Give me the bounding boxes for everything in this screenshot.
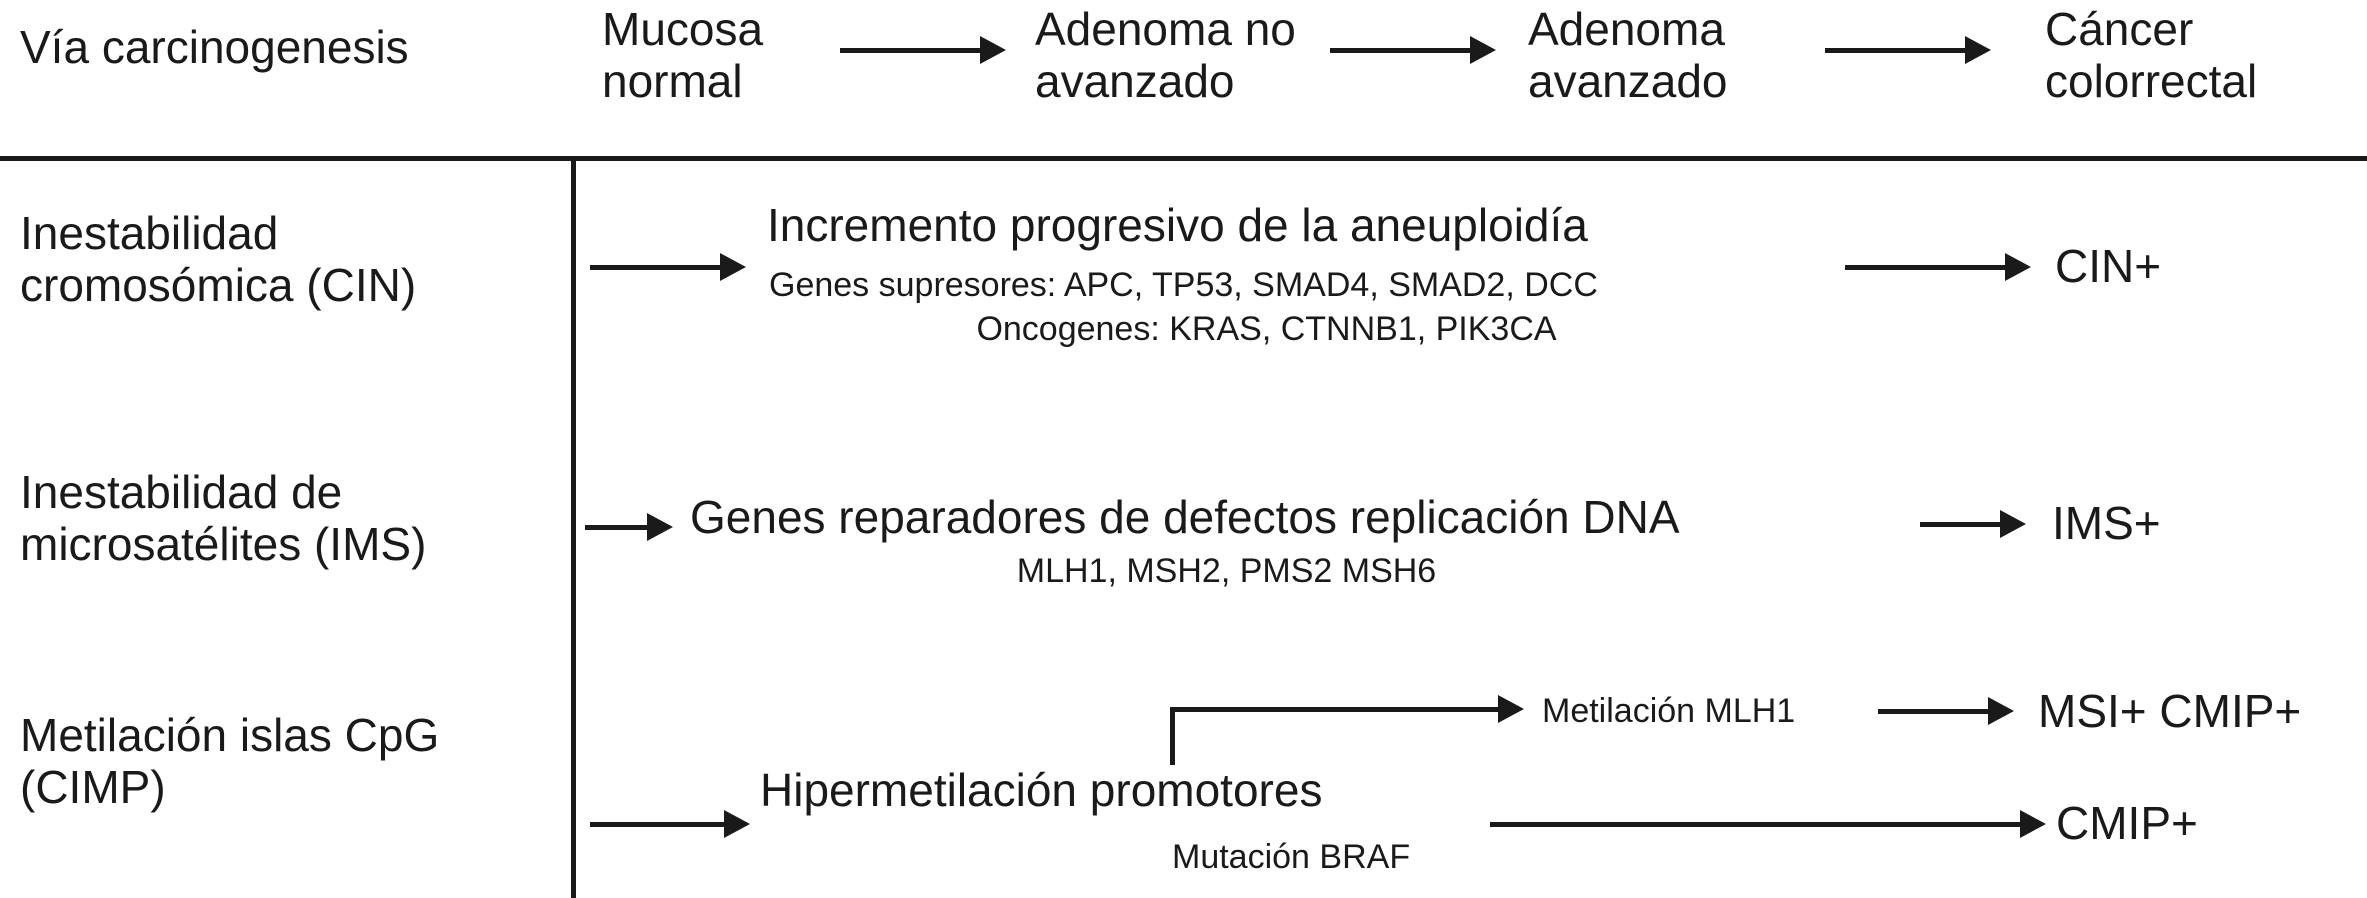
arrow-shaft <box>585 525 651 530</box>
cin-detail-oncogenes: Oncogenes: KRAS, CTNNB1, PIK3CA <box>976 310 1557 348</box>
arrow-head-icon <box>647 513 673 541</box>
row-header-label-via-carcinogenesis: Vía carcinogenesis <box>20 21 409 73</box>
arrow-head-icon <box>1470 36 1496 64</box>
arrow-shaft <box>1878 709 1992 714</box>
cimp-headline: Hipermetilación promotores <box>760 764 1323 816</box>
cimp-branch-lower-outcome: CMIP+ <box>2056 797 2198 849</box>
arrow-head-icon <box>1988 697 2014 725</box>
arrow-shaft <box>1920 522 2004 527</box>
arrow-shaft <box>590 822 728 827</box>
row-label-cin-line1: Inestabilidad <box>20 207 279 259</box>
cin-detail-supresores: Genes supresores: APC, TP53, SMAD4, SMAD… <box>769 266 1598 304</box>
cimp-branch-lower-label: Mutación BRAF <box>1172 838 1411 876</box>
stage-3-adenoma-avanzado-line2: avanzado <box>1528 55 1728 107</box>
arrow-shaft <box>1330 48 1474 53</box>
row-label-cimp-line2: (CIMP) <box>20 761 166 813</box>
row-label-cimp-line1: Metilación islas CpG <box>20 709 440 761</box>
stage-2-adenoma-no-avanzado-line1: Adenoma no <box>1035 3 1296 55</box>
arrow-shaft <box>590 265 724 270</box>
arrow-head-icon <box>1498 695 1524 723</box>
arrow-shaft <box>1490 822 2024 827</box>
arrow-head-icon <box>2020 810 2046 838</box>
header-divider-rule <box>0 156 2367 161</box>
elbow-connector-to-mlh1-branch <box>1170 695 1540 765</box>
arrow-head-icon <box>980 36 1006 64</box>
arrow-head-icon <box>2000 510 2026 538</box>
stage-1-mucosa-normal-line1: Mucosa <box>602 3 764 55</box>
ims-outcome-label: IMS+ <box>2052 497 2161 549</box>
cin-headline: Incremento progresivo de la aneuploidía <box>767 199 1588 251</box>
stage-1-mucosa-normal-line2: normal <box>602 55 743 107</box>
row-label-ims-line2: microsatélites (IMS) <box>20 518 427 570</box>
elbow-run-segment <box>1170 707 1502 712</box>
ims-detail-genes: MLH1, MSH2, PMS2 MSH6 <box>1016 552 1437 590</box>
stage-2-adenoma-no-avanzado-line2: avanzado <box>1035 55 1235 107</box>
elbow-riser-segment <box>1170 707 1175 765</box>
arrow-head-icon <box>2005 253 2031 281</box>
cimp-branch-upper-label: Metilación MLH1 <box>1542 692 1796 730</box>
row-label-ims-line1: Inestabilidad de <box>20 466 343 518</box>
arrow-head-icon <box>724 810 750 838</box>
arrow-shaft <box>840 48 984 53</box>
row-label-cin-line2: cromosómica (CIN) <box>20 259 417 311</box>
stage-3-adenoma-avanzado-line1: Adenoma <box>1528 3 1725 55</box>
ims-headline: Genes reparadores de defectos replicació… <box>690 491 1680 543</box>
arrow-shaft <box>1845 265 2009 270</box>
stage-4-cancer-colorrectal-line1: Cáncer <box>2045 3 2194 55</box>
arrow-head-icon <box>720 253 746 281</box>
cin-outcome-label: CIN+ <box>2055 240 2162 292</box>
arrow-head-icon <box>1965 36 1991 64</box>
column-divider-rule <box>571 158 576 898</box>
arrow-shaft <box>1825 48 1969 53</box>
cimp-branch-upper-outcome: MSI+ CMIP+ <box>2038 685 2302 737</box>
stage-4-cancer-colorrectal-line2: colorrectal <box>2045 55 2258 107</box>
